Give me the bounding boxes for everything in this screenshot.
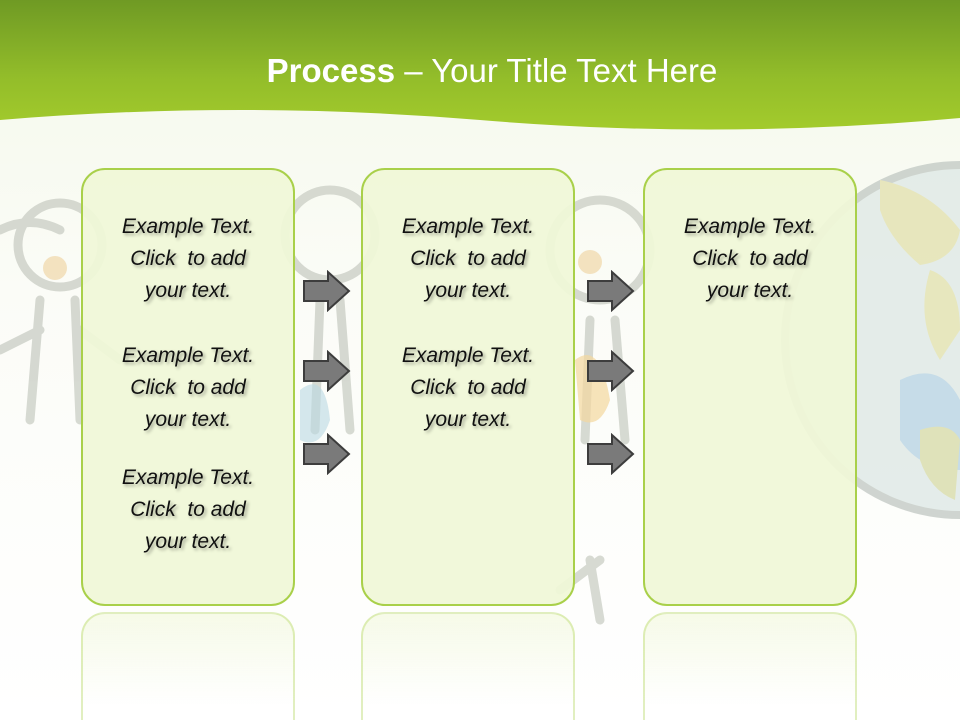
title-rest: – Your Title Text Here xyxy=(395,52,718,89)
right-arrow-icon xyxy=(303,433,351,475)
right-arrow-icon xyxy=(587,350,635,392)
slide-title[interactable]: Process – Your Title Text Here xyxy=(0,52,960,90)
process-box-2[interactable] xyxy=(361,168,575,606)
right-arrow-icon xyxy=(587,433,635,475)
process-box-1-reflection xyxy=(81,612,295,720)
right-arrow-icon xyxy=(303,270,351,312)
process-box-3[interactable] xyxy=(643,168,857,606)
right-arrow-icon xyxy=(587,270,635,312)
process-box-1[interactable] xyxy=(81,168,295,606)
title-bold: Process xyxy=(266,52,396,89)
header-banner xyxy=(0,0,960,130)
process-box-2-reflection xyxy=(361,612,575,720)
right-arrow-icon xyxy=(303,350,351,392)
process-box-3-reflection xyxy=(643,612,857,720)
